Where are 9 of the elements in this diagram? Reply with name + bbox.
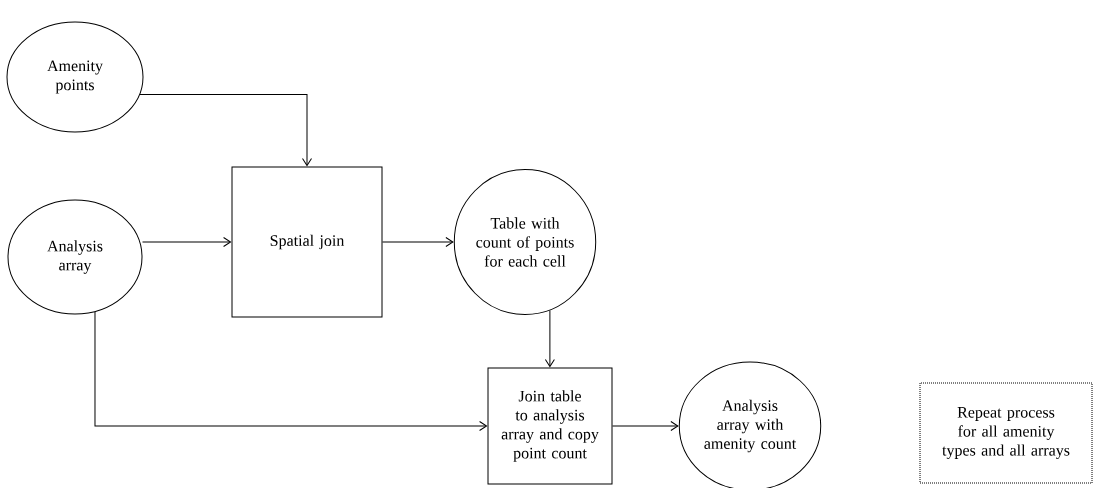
arrow	[612, 421, 679, 431]
arrow	[142, 237, 232, 247]
arrow	[544, 309, 555, 368]
arrow	[139, 93, 312, 167]
arrow	[94, 311, 488, 431]
process-box: Join table to analysis array and copy point count	[487, 367, 613, 485]
process-box: Spatial join	[231, 166, 383, 318]
arrow	[382, 237, 454, 247]
note-box: Repeat process for all amenity types and all arrays	[919, 382, 1093, 484]
